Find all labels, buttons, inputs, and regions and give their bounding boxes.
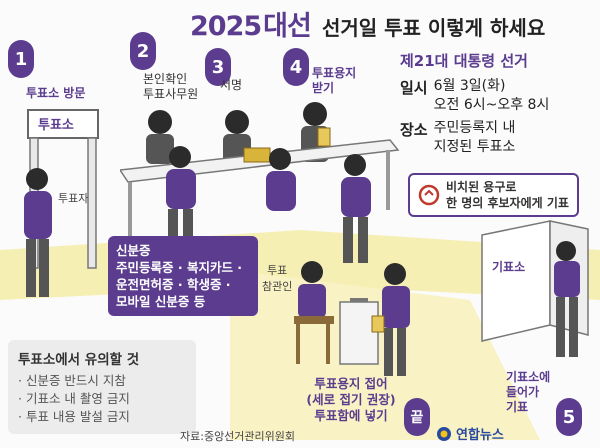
final-step-caption: 투표용지 접어 (세로 접기 권장) 투표함에 넣기 bbox=[306, 376, 396, 423]
queue-voters bbox=[166, 146, 371, 263]
page-title: 2025대선 선거일 투표 이렇게 하세요 bbox=[190, 4, 545, 43]
brand-logo: 연합뉴스 bbox=[436, 424, 504, 443]
title-word: 대선 bbox=[263, 11, 312, 42]
voting-booth bbox=[481, 220, 589, 357]
end-badge: 끝 bbox=[404, 398, 430, 436]
yonhap-logo-icon bbox=[437, 426, 451, 441]
staff-3-head bbox=[303, 102, 327, 126]
place-value-1: 주민등록지 내 bbox=[433, 120, 516, 136]
source-credit: 자료:중앙선거관리위원회 bbox=[180, 430, 296, 443]
step-3-badge: 3 bbox=[205, 48, 231, 86]
notice-item: · 투표 내용 발설 금지 bbox=[18, 409, 130, 424]
time-value: 오전 6시~오후 8시 bbox=[433, 97, 550, 113]
staff-1-body bbox=[146, 134, 174, 164]
ballot-paper bbox=[317, 127, 331, 147]
voter-figure bbox=[24, 168, 52, 297]
date-value: 6월 3일(화) bbox=[433, 78, 506, 94]
notice-item: · 신분증 반드시 지참 bbox=[18, 373, 126, 388]
id-line: 모바일 신분증 등 bbox=[116, 294, 206, 309]
staff-1-head bbox=[148, 110, 172, 134]
id-requirements-box: 신분증 주민등록증 · 복지카드 · 운전면허증 · 학생증 · 모바일 신분증… bbox=[108, 236, 258, 316]
polling-sign: 투표소 bbox=[38, 118, 74, 133]
date-key: 일시 bbox=[400, 79, 428, 97]
step-5-badge: 5 bbox=[556, 398, 582, 436]
title-year: 2025 bbox=[190, 11, 262, 42]
notice-heading: 투표소에서 유의할 것 bbox=[18, 352, 140, 368]
step-2-badge: 2 bbox=[130, 32, 156, 70]
place-key: 장소 bbox=[400, 121, 428, 139]
id-line: 신분증 bbox=[116, 243, 151, 258]
step-3-label: 서명 bbox=[220, 78, 243, 92]
voter-label: 투표자 bbox=[58, 192, 89, 205]
booth-sign: 기표소 bbox=[492, 260, 526, 274]
staff-2-head bbox=[225, 110, 249, 134]
step-1-label: 투표소 방문 bbox=[26, 86, 86, 100]
ballot-box-area bbox=[294, 261, 410, 376]
place-value-2: 지정된 투표소 bbox=[433, 139, 516, 155]
id-line: 운전면허증 · 학생증 · bbox=[116, 277, 231, 292]
step-1-badge: 1 bbox=[8, 40, 34, 78]
stamp-instruction: 비치된 용구로 한 명의 후보자에게 기표 bbox=[408, 173, 579, 217]
notice-item: · 기표소 내 촬영 금지 bbox=[18, 391, 130, 406]
step-4-badge: 4 bbox=[283, 48, 309, 86]
ballot-box bbox=[339, 301, 379, 365]
notice-box: 투표소에서 유의할 것 · 신분증 반드시 지참 · 기표소 내 촬영 금지 ·… bbox=[8, 340, 196, 434]
election-info: 제21대 대통령 선거 일시 6월 3일(화) 오전 6시~오후 8시 장소 주… bbox=[400, 50, 590, 157]
id-line: 주민등록증 · 복지카드 · bbox=[116, 260, 243, 275]
stamp-icon bbox=[418, 184, 440, 206]
election-name: 제21대 대통령 선거 bbox=[400, 52, 528, 70]
step-5-label: 기표소에 들어가 기표 bbox=[506, 370, 551, 414]
title-rest: 선거일 투표 이렇게 하세요 bbox=[321, 16, 546, 40]
